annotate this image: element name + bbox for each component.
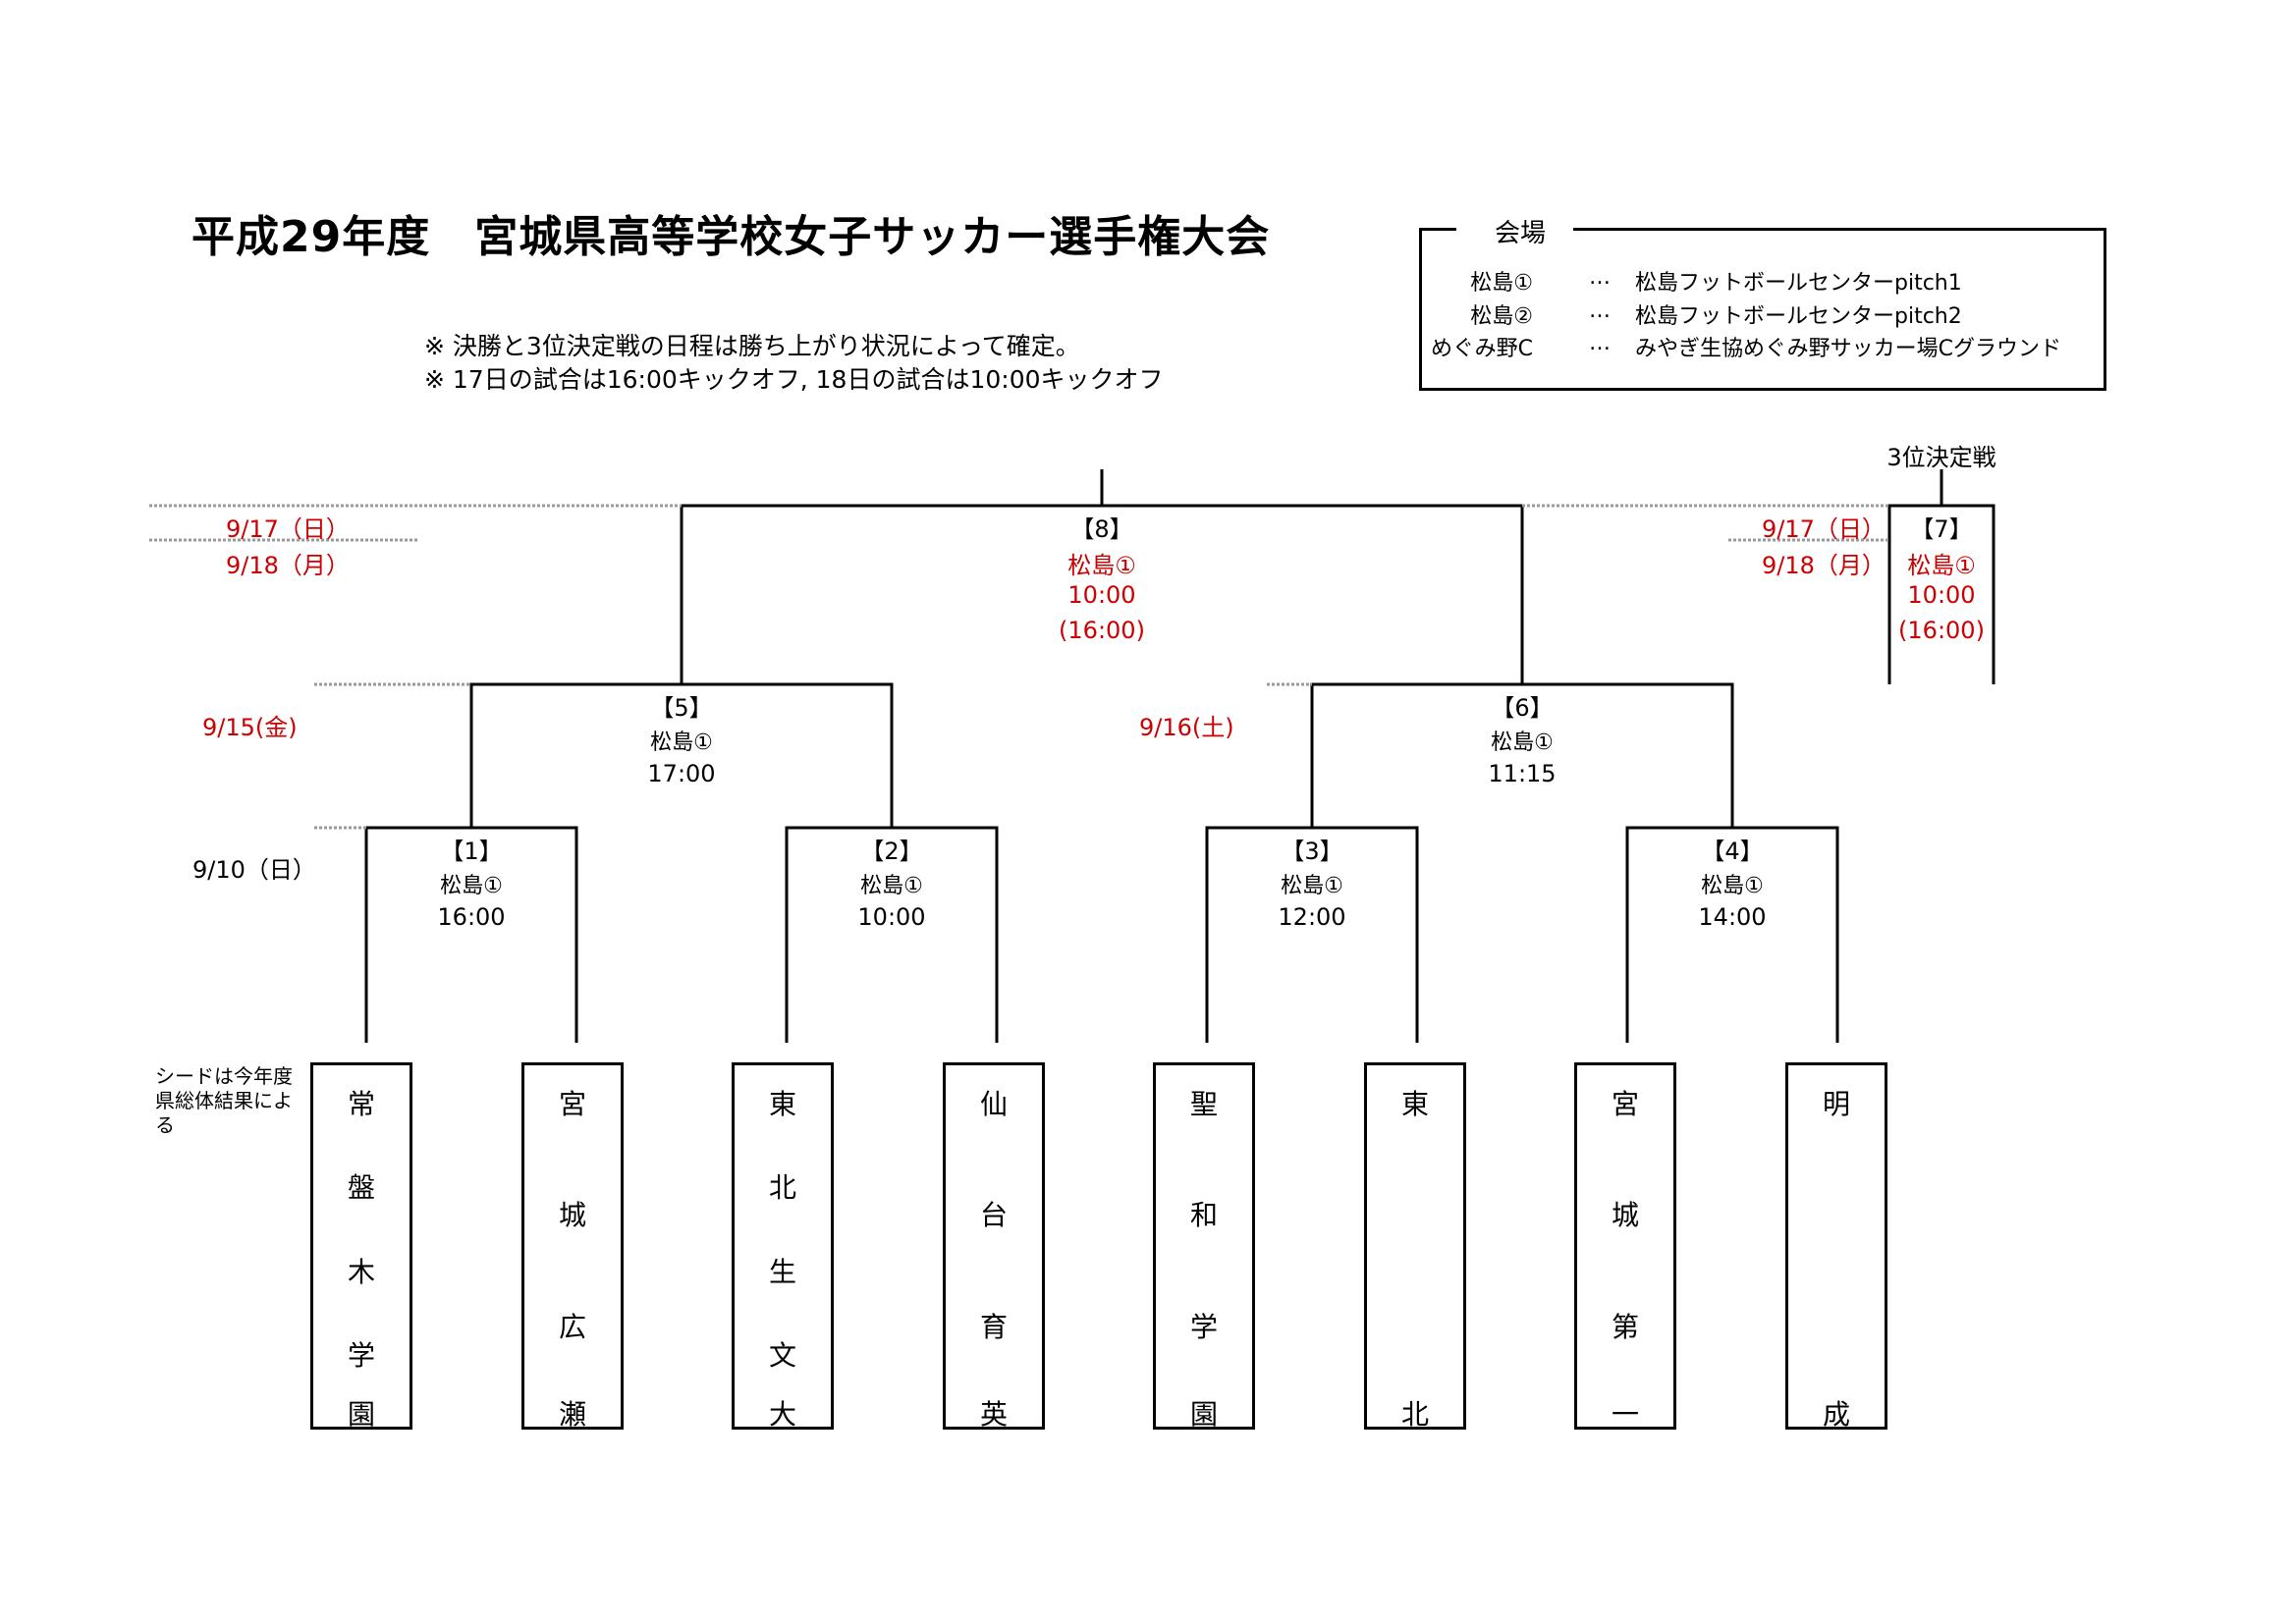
team-box: 東 北 (1364, 1062, 1466, 1431)
team-box: 東 北 生 文 大 (732, 1062, 834, 1431)
match-time: 10:00 (1907, 581, 1976, 609)
kickoff-note: ※ 17日の試合は16:00キックオフ, 18日の試合は10:00キックオフ (424, 365, 1164, 394)
match-time: 16:00 (437, 903, 506, 931)
final-date-b: 9/18（月） (226, 552, 350, 579)
semifinal-date-1: 9/15(金) (202, 714, 298, 741)
match-number: 【8】 (1070, 515, 1133, 543)
match-time: 10:00 (857, 903, 926, 931)
schedule-note: ※ 決勝と3位決定戦の日程は勝ち上がり状況によって確定。 (424, 332, 1080, 360)
match-number: 【2】 (860, 838, 923, 865)
third-date-b: 9/18（月） (1762, 552, 1886, 579)
venue-separator: … (1589, 331, 1611, 355)
match-venue: 松島① (1701, 874, 1764, 898)
match-venue: 松島① (860, 874, 923, 898)
venue-name: めぐみ野C (1430, 337, 1533, 361)
venue-separator: … (1589, 298, 1611, 323)
venue-legend-box (1419, 228, 2106, 391)
match-number: 【4】 (1701, 838, 1764, 865)
venue-name: 松島① (1470, 271, 1533, 296)
match-number: 【7】 (1910, 515, 1973, 543)
match-time: 17:00 (647, 760, 716, 787)
match-venue: 松島① (1491, 731, 1554, 755)
page-title: 平成29年度 宮城県高等学校女子サッカー選手権大会 (191, 212, 1271, 262)
team-box: 明 成 (1785, 1062, 1887, 1431)
semifinal-date-2: 9/16(土) (1139, 714, 1234, 741)
third-place-label: 3位決定戦 (1886, 444, 1996, 471)
venue-desc: 松島フットボールセンターpitch1 (1635, 271, 1962, 296)
match-time-alt: (16:00) (1898, 617, 1985, 644)
match-venue: 松島① (1067, 552, 1136, 579)
venue-desc: みやぎ生協めぐみ野サッカー場Cグラウンド (1635, 337, 2062, 361)
match-number: 【6】 (1491, 694, 1554, 722)
venue-legend-title: 会場 (1495, 219, 1547, 248)
round1-date: 9/10（日） (192, 856, 316, 884)
final-date-a: 9/17（日） (226, 515, 350, 543)
match-time: 12:00 (1278, 903, 1346, 931)
venue-name: 松島② (1470, 304, 1533, 329)
team-box: 常 盤 木 学 園 (310, 1062, 412, 1431)
match-number: 【3】 (1281, 838, 1343, 865)
match-number: 【5】 (650, 694, 713, 722)
match-venue: 松島① (1907, 552, 1976, 579)
team-box: 仙 台 育 英 (943, 1062, 1045, 1431)
seed-note: シードは今年度県総体結果による (155, 1064, 293, 1137)
team-box: 宮 城 広 瀬 (521, 1062, 624, 1431)
match-venue: 松島① (440, 874, 503, 898)
team-box: 聖 和 学 園 (1153, 1062, 1255, 1431)
match-time-alt: (16:00) (1059, 617, 1145, 644)
venue-desc: 松島フットボールセンターpitch2 (1635, 304, 1962, 329)
match-time: 11:15 (1488, 760, 1557, 787)
match-venue: 松島① (650, 731, 713, 755)
venue-separator: … (1589, 265, 1611, 290)
match-venue: 松島① (1281, 874, 1343, 898)
third-date-a: 9/17（日） (1762, 515, 1886, 543)
match-time: 14:00 (1698, 903, 1767, 931)
match-time: 10:00 (1067, 581, 1136, 609)
team-box: 宮 城 第 一 (1574, 1062, 1676, 1431)
match-number: 【1】 (440, 838, 503, 865)
